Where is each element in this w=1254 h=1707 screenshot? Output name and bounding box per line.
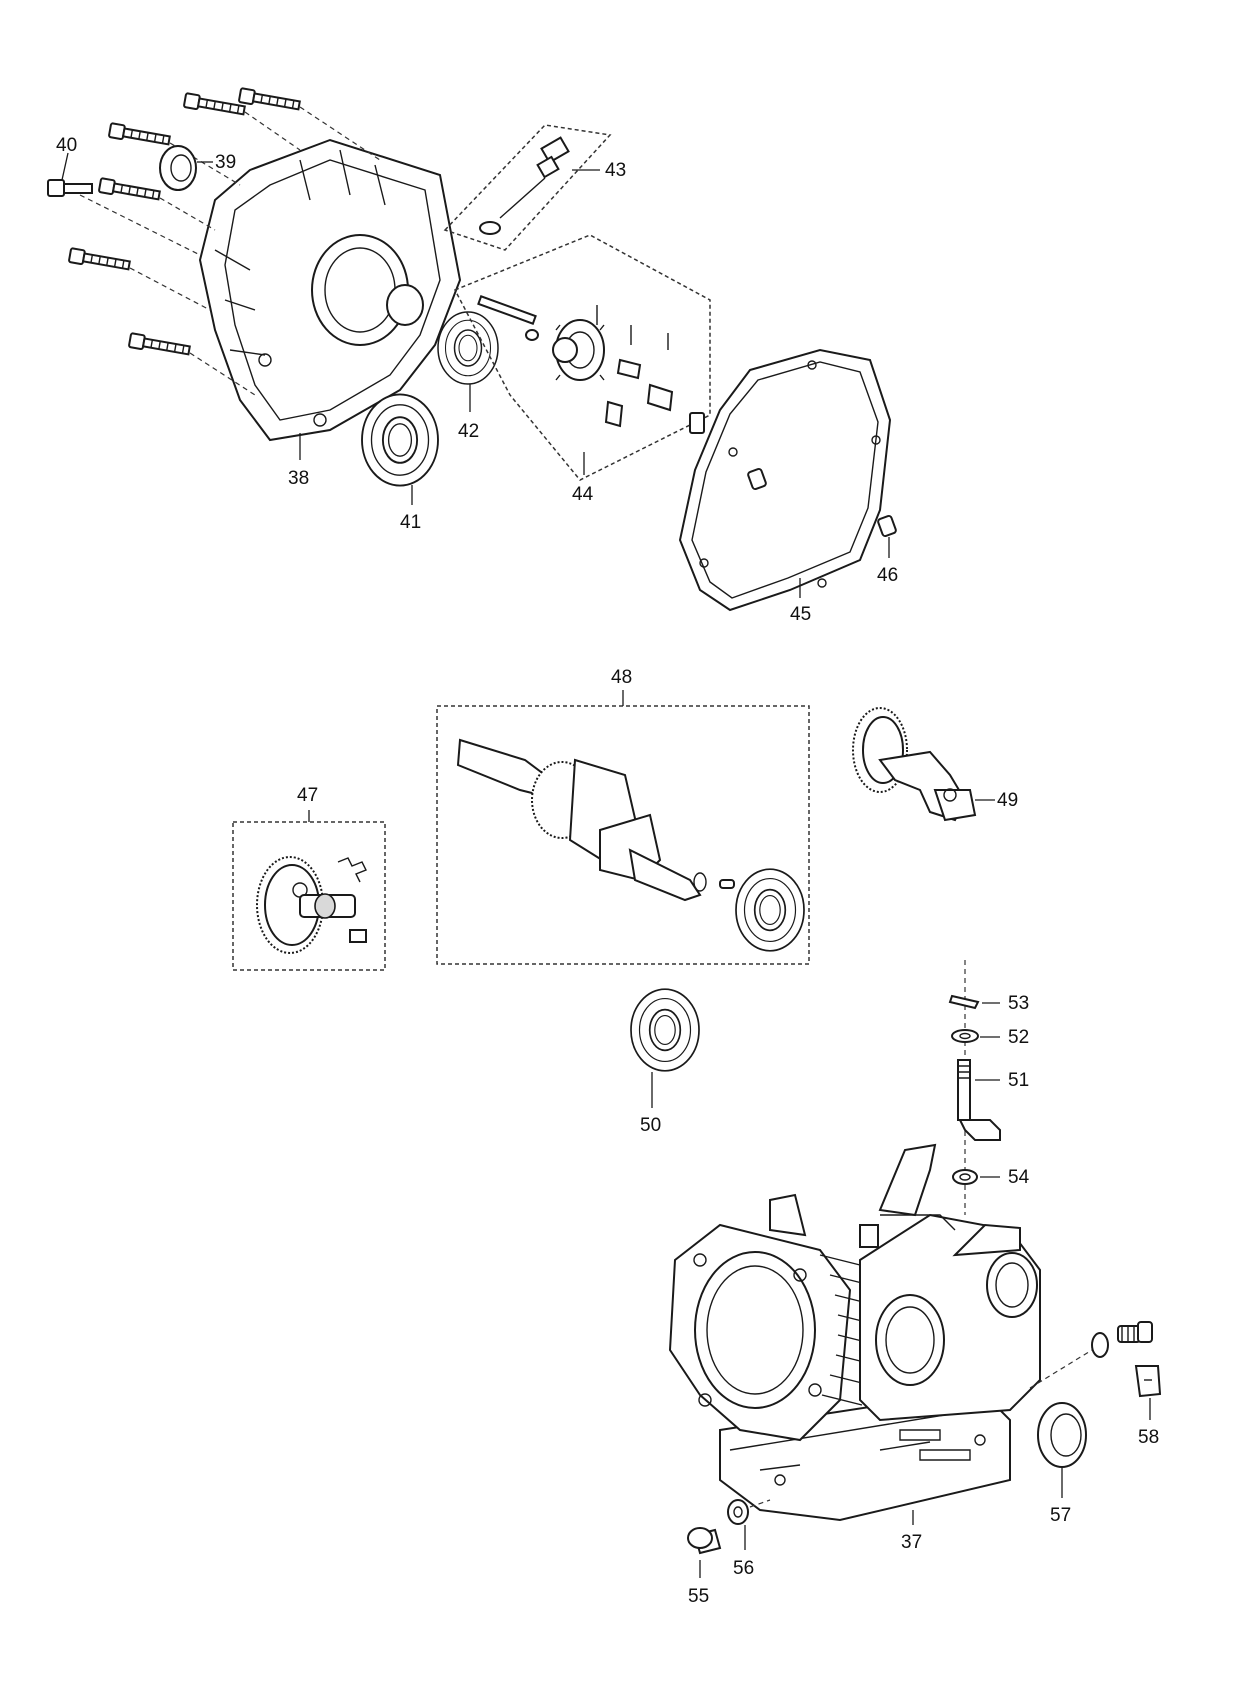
gasket-45 [678,348,892,612]
callout-39: 39 [215,152,236,173]
group-box-43 [443,124,612,251]
camshaft-47 [256,856,367,954]
bearing-41 [361,393,439,487]
drain-bolt-55 [687,1527,722,1555]
callout-49: 49 [997,790,1018,811]
callout-51: 51 [1008,1070,1029,1091]
washer-56 [727,1499,749,1525]
callout-48: 48 [611,667,632,688]
crankcase-cover [198,138,462,442]
dowel-pin-46 [747,467,897,538]
bolt-40 [47,179,93,197]
seal-54 [952,1169,978,1185]
bearing-48 [735,868,805,952]
oil-seal-39 [159,145,197,191]
leader-40 [61,152,69,181]
bearing-50 [630,988,700,1072]
group-box-44 [453,234,711,481]
side-bolt [1091,1321,1153,1358]
callout-57: 57 [1050,1505,1071,1526]
drain-axis [749,1499,771,1508]
callout-58: 58 [1138,1427,1159,1448]
callout-50: 50 [640,1115,661,1136]
governor-arm-51 [957,1059,1001,1141]
oil-seal-57 [1037,1402,1087,1468]
balancer-gear-49 [852,707,977,822]
dipstick-43 [479,136,570,235]
crankshaft-48 [456,738,735,902]
callout-43: 43 [605,160,626,181]
governor-assembly-44 [477,295,705,434]
callout-47: 47 [297,785,318,806]
bearing-42 [437,311,499,385]
callout-55: 55 [688,1586,709,1607]
callout-37: 37 [901,1532,922,1553]
callout-40: 40 [56,135,77,156]
bolt-leader-lines [79,106,381,396]
bolt-axis [1029,1349,1093,1389]
callout-46: 46 [877,565,898,586]
callout-42: 42 [458,421,479,442]
callout-52: 52 [1008,1027,1029,1048]
callout-56: 56 [733,1558,754,1579]
cap-58 [1134,1365,1162,1398]
callout-53: 53 [1008,993,1029,1014]
callout-45: 45 [790,604,811,625]
group-box-47 [232,821,386,971]
clip-53 [948,994,980,1010]
callout-54: 54 [1008,1167,1030,1188]
callout-38: 38 [288,468,309,489]
callout-41: 41 [400,512,421,533]
washer-52 [951,1029,979,1043]
crankcase-37 [668,1143,1041,1522]
callout-44: 44 [572,484,594,505]
